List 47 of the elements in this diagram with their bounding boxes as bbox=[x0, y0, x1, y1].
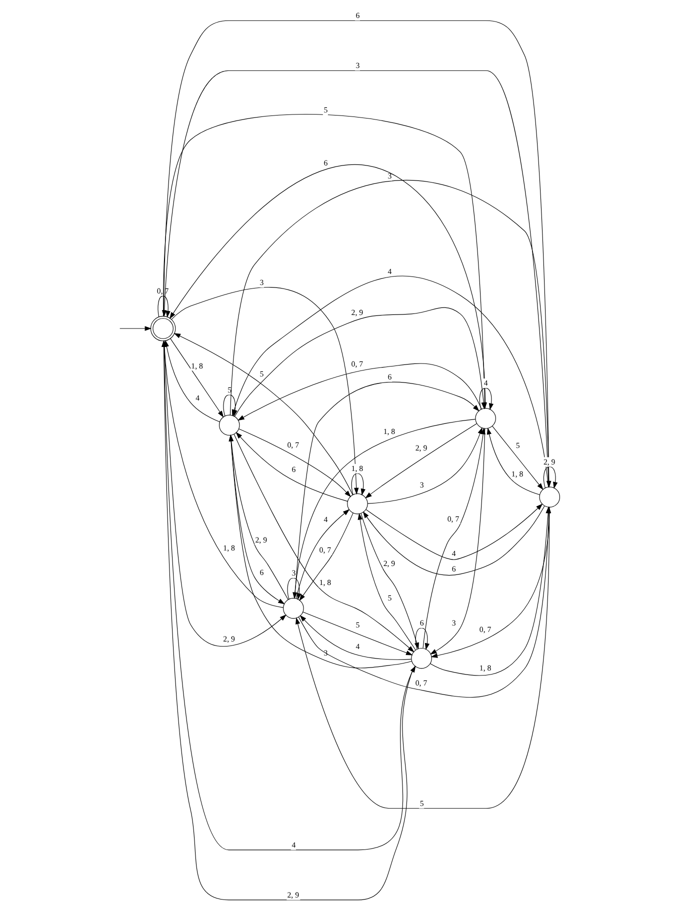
edge-label: 2, 9 bbox=[223, 634, 235, 644]
edge-label: 5 bbox=[356, 620, 360, 630]
edge-label: 0, 7 bbox=[479, 624, 492, 634]
edge-label: 3 bbox=[356, 61, 360, 70]
edge-label: 6 bbox=[324, 158, 328, 168]
edge-label: 6 bbox=[292, 465, 296, 474]
edge-label: 5 bbox=[420, 798, 424, 808]
edge-label: 6 bbox=[452, 564, 456, 574]
edge-label: 2, 9 bbox=[383, 559, 396, 568]
edge-label: 1, 8 bbox=[479, 664, 492, 673]
edge-label: 1, 8 bbox=[511, 470, 524, 479]
edge-label: 1, 8 bbox=[351, 464, 364, 474]
edge-label: 2, 9 bbox=[351, 308, 364, 317]
edge-label: 1, 8 bbox=[223, 543, 235, 552]
edge-label: 0, 7 bbox=[447, 514, 460, 524]
edge-label: 3 bbox=[260, 278, 264, 288]
edge-label: 4 bbox=[196, 393, 200, 402]
edge-label: 5 bbox=[388, 593, 392, 602]
edge-label: 4 bbox=[388, 266, 392, 276]
edge-label: 2, 9 bbox=[287, 890, 300, 900]
edge-label: 3 bbox=[388, 171, 392, 180]
edge-label: 3 bbox=[452, 618, 456, 628]
edge-label: 0, 7 bbox=[319, 546, 332, 555]
edge-label: 4 bbox=[452, 548, 456, 558]
edge-label: 5 bbox=[260, 370, 264, 379]
edge-label: 3 bbox=[420, 480, 424, 490]
edge-label: 6 bbox=[260, 568, 264, 578]
edge-label: 1, 8 bbox=[319, 578, 332, 588]
edge-label: 5 bbox=[516, 441, 520, 450]
edge-label: 6 bbox=[356, 11, 360, 20]
edge-label: 1, 8 bbox=[191, 361, 203, 370]
edge-label: 2, 9 bbox=[415, 443, 428, 452]
edge-label: 5 bbox=[324, 106, 328, 115]
edge-label: 0, 7 bbox=[351, 360, 364, 369]
edge-label: 2, 9 bbox=[543, 457, 556, 466]
edge-label: 4 bbox=[356, 642, 360, 652]
edge-label: 6 bbox=[388, 372, 392, 382]
edge-label: 4 bbox=[324, 515, 328, 524]
edge-label: 6 bbox=[420, 618, 424, 628]
edge-label: 5 bbox=[228, 385, 232, 394]
edge-label: 1, 8 bbox=[383, 426, 396, 436]
edge-label: 0, 7 bbox=[415, 678, 428, 688]
edge-label: 4 bbox=[484, 378, 488, 388]
edge-label: 0, 7 bbox=[287, 440, 300, 450]
edge-label: 2, 9 bbox=[255, 535, 268, 544]
edge-label: 4 bbox=[292, 840, 296, 850]
edge-label: 3 bbox=[292, 568, 296, 578]
